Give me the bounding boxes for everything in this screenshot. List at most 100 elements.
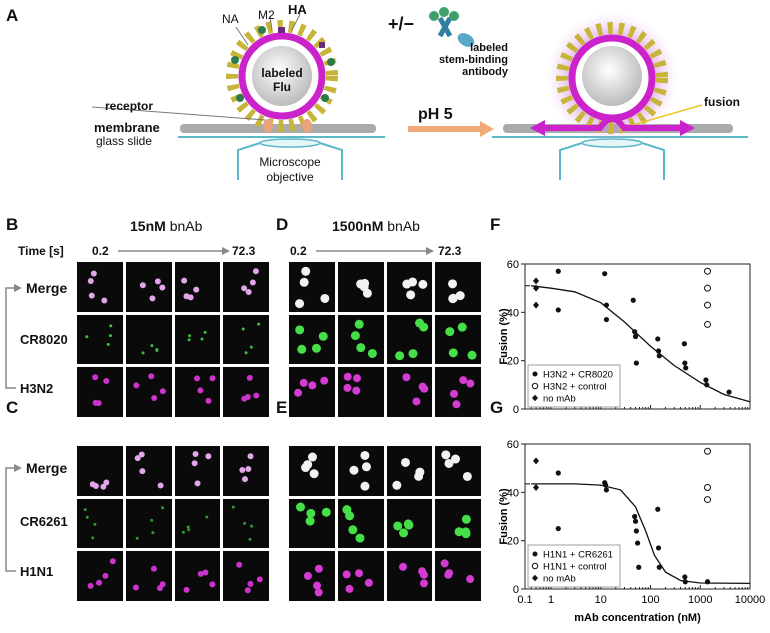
b-grid-cell (174, 367, 221, 417)
b-grid-spot (95, 400, 102, 407)
e-grid-spot (463, 471, 473, 481)
legend-entry: H1N1 + CR6261 (543, 550, 613, 561)
y-tick-label: 20 (507, 536, 519, 548)
data-point-nomab (533, 301, 540, 309)
d-grid-spot (449, 348, 459, 358)
data-point (683, 365, 689, 371)
e-grid-cell (386, 551, 433, 601)
panel-label-a: A (6, 6, 19, 25)
d-grid-spot (419, 385, 428, 394)
b-grid-spot (253, 268, 260, 275)
d-grid-spot (405, 290, 415, 300)
c-grid-spot (109, 558, 116, 565)
label-plusminus: +/− (388, 14, 415, 34)
b-grid-spot (180, 277, 187, 284)
e-grid-spot (309, 469, 319, 479)
panel-label-c: C (6, 398, 19, 417)
c-grid-cell (77, 498, 123, 549)
time-arrows (118, 247, 434, 255)
c-grid-spot (134, 455, 141, 462)
b-grid-spot (200, 337, 204, 341)
e-grid-cell (435, 498, 481, 549)
b-grid-spot (182, 293, 189, 300)
d-grid-spot (367, 348, 377, 358)
data-point (555, 268, 561, 274)
c-grid-spot (186, 527, 190, 531)
panel-label-f: F (490, 215, 501, 234)
legend-marker (532, 371, 538, 377)
c-grid-spot (247, 453, 254, 460)
b-row-virus: H3N2 (20, 381, 54, 396)
e-grid-spot (354, 569, 363, 578)
c-grid-spot (192, 451, 199, 458)
e-grid-spot (444, 458, 454, 468)
e-grid-spot (345, 585, 354, 594)
d-grid-spot (299, 277, 309, 287)
data-point (632, 329, 638, 335)
plot-frame (524, 263, 751, 410)
e-grid-cell (289, 446, 335, 496)
e-grid-spot (296, 502, 306, 512)
legend-marker (532, 574, 538, 582)
y-tick-label: 60 (507, 259, 519, 271)
b-grid-spot (196, 387, 203, 394)
e-grid-spot (392, 521, 402, 531)
b-grid-spot (149, 295, 156, 302)
data-point (603, 487, 610, 493)
panel-label-e: E (276, 398, 288, 417)
b-grid-spot (257, 322, 261, 326)
e-grid-spot (417, 567, 426, 576)
data-point (633, 528, 639, 534)
d-grid-spot (354, 319, 364, 329)
d-grid-spot (450, 390, 459, 399)
d-grid-spot (343, 384, 352, 393)
y-tick-label: 40 (507, 307, 519, 319)
data-point (681, 341, 687, 347)
c-grid-spot (150, 566, 157, 573)
x-tick-label: 0.1 (517, 594, 532, 606)
y-tick-label: 0 (513, 584, 519, 596)
label-m2: M2 (258, 8, 275, 22)
b-grid-cell (223, 367, 269, 417)
e-grid-cell (289, 498, 335, 549)
e-grid-spot (301, 463, 311, 473)
legend-entry: no mAb (543, 394, 576, 405)
c-grid-cell (223, 446, 269, 496)
data-point (634, 540, 641, 546)
c-grid-spot (89, 481, 96, 488)
c-grid-spot (96, 580, 103, 587)
d-grid-cell (337, 314, 384, 365)
c-grid-cell (174, 446, 221, 496)
e-grid-cell (289, 551, 335, 601)
y-tick-label: 20 (507, 356, 519, 368)
d-grid-cell (337, 262, 384, 312)
label-glass: glass slide (96, 134, 153, 148)
c-grid-spot (204, 515, 208, 519)
d-grid-spot (299, 379, 308, 388)
label-ha: HA (288, 2, 307, 17)
b-grid-spot (204, 398, 211, 405)
data-point-control (704, 320, 712, 328)
d-grid-spot (448, 279, 458, 289)
y-tick-label: 0 (513, 404, 519, 416)
b-grid-cell (77, 367, 123, 417)
e-grid-spot (414, 467, 424, 477)
x-tick-label: 10 (595, 594, 607, 606)
c-grid-spot (236, 562, 243, 569)
b-grid-cell (174, 262, 221, 312)
b-grid-spot (155, 348, 159, 352)
data-point (602, 482, 609, 488)
e-grid-spot (451, 454, 461, 464)
data-point (655, 348, 662, 354)
e-grid-cell (386, 498, 433, 549)
b-grid-spot (250, 279, 257, 286)
panel-label-d: D (276, 215, 289, 234)
e-grid-cell (337, 498, 384, 549)
b-grid-spot (150, 395, 157, 402)
b-grid-spot (203, 330, 207, 334)
c-grid-spot (93, 522, 97, 526)
d-grid-spot (448, 294, 458, 304)
data-point (603, 302, 610, 308)
legend-entry: H1N1 + control (543, 562, 607, 573)
c-grid-spot (248, 537, 252, 541)
